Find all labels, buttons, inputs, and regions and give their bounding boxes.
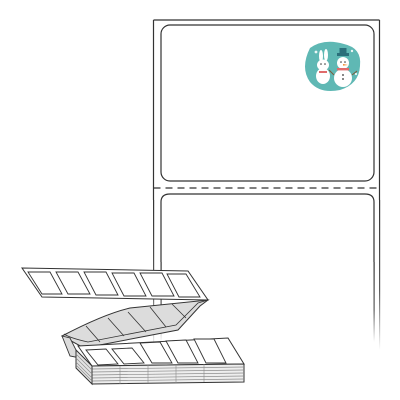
stack-top-flap [21,267,209,301]
bunny-and-snowman-icon [305,41,361,91]
web-lower-fade [379,200,381,350]
stack-bottom-pile [75,337,245,386]
second-label [160,193,375,342]
fanfold-label-stack-icon [21,267,245,386]
